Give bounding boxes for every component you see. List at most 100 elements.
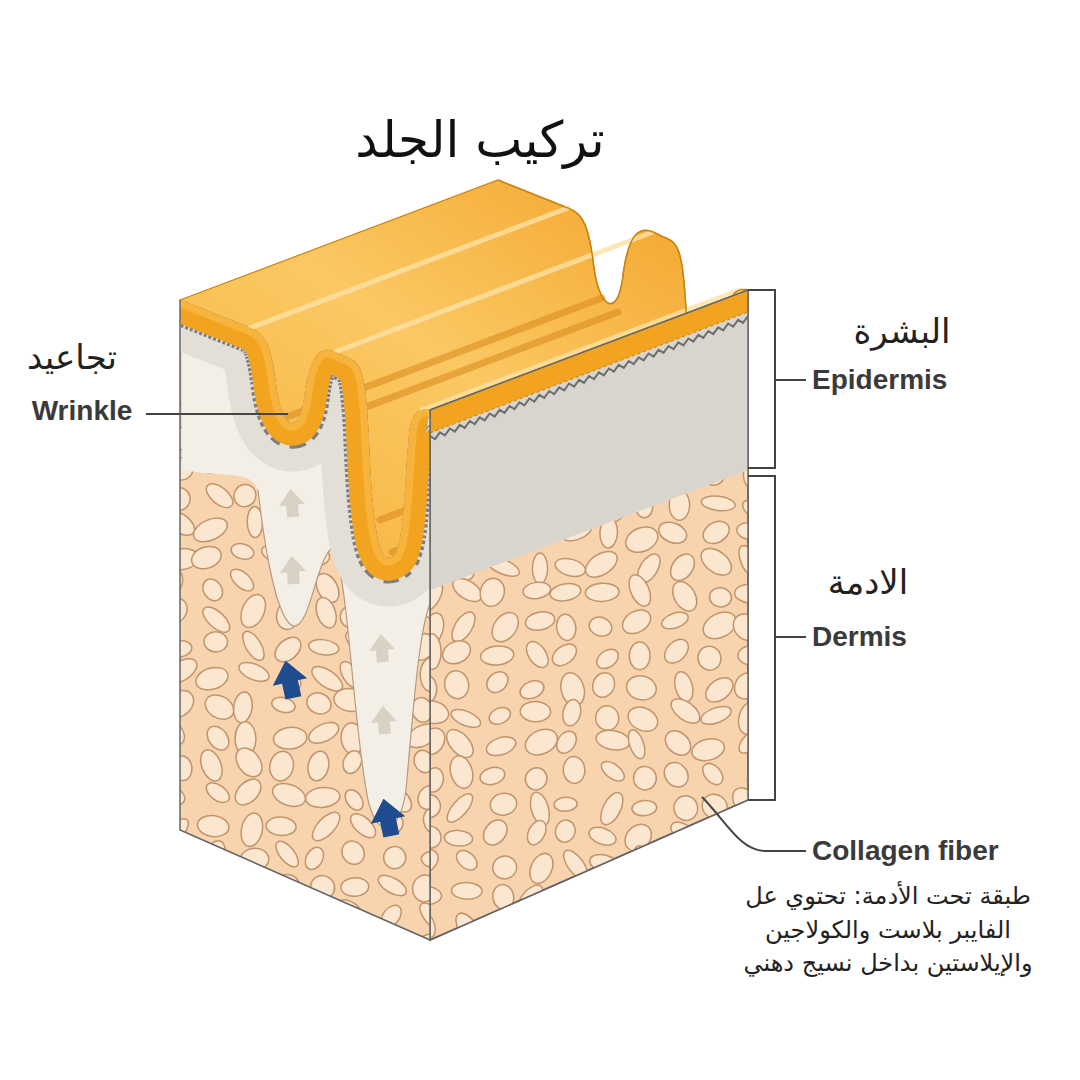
- collagen-blob: [666, 549, 700, 585]
- collagen-blob: [487, 607, 524, 646]
- collagen-blob: [667, 694, 704, 728]
- collagen-blob: [739, 497, 767, 523]
- leader-line: [702, 797, 806, 851]
- collagen-blob: [232, 691, 255, 724]
- arrow-symbol: [277, 488, 306, 519]
- collagen-blob: [517, 677, 546, 702]
- collagen-blob: [204, 939, 233, 959]
- collagen-blob: [163, 484, 194, 515]
- collagen-blob: [375, 417, 411, 456]
- collagen-blob: [272, 726, 307, 751]
- collagen-blob: [478, 765, 506, 787]
- collagen-blob: [164, 815, 192, 844]
- collagen-blob: [699, 823, 728, 854]
- collagen-blob: [624, 673, 658, 703]
- collagen-blob: [553, 555, 587, 579]
- arrow-symbol: [279, 555, 307, 585]
- collagen-blob: [660, 876, 694, 918]
- collagen-blob: [444, 829, 473, 847]
- collagen-blob: [168, 870, 200, 900]
- collagen-blob: [699, 517, 733, 548]
- collagen-blob: [734, 584, 767, 604]
- collagen-blob: [447, 753, 477, 791]
- collagen-blob: [308, 808, 345, 846]
- collagen-blob: [549, 581, 582, 603]
- collagen-blob: [593, 645, 622, 672]
- collagen-blob: [560, 698, 583, 728]
- ridge-highlight: [335, 232, 653, 352]
- layer-label: Epidermis: [812, 364, 947, 396]
- dermis-face: [430, 290, 748, 940]
- collagen-blob: [693, 905, 734, 942]
- collagen-blob: [447, 608, 479, 646]
- collagen-blob: [669, 847, 700, 877]
- collagen-blob: [587, 824, 619, 849]
- collagen-blob: [667, 818, 697, 846]
- collagen-blob: [206, 900, 230, 929]
- collagen-blob: [484, 733, 518, 759]
- collagen-blob: [522, 580, 552, 600]
- collagen-blob: [692, 883, 727, 901]
- collagen-blob: [553, 727, 581, 756]
- collagen-blob: [477, 575, 508, 609]
- collagen-blob: [489, 791, 519, 817]
- collagen-blob: [162, 654, 202, 689]
- collagen-blob: [491, 855, 518, 881]
- collagen-blob: [738, 646, 767, 666]
- collagen-blob: [269, 902, 307, 935]
- collagen-blob: [668, 577, 702, 615]
- collagen-blob: [411, 747, 437, 775]
- collagen-blob: [585, 582, 620, 602]
- wrinkle-label: تجاعيد: [27, 337, 117, 377]
- layer-label: Dermis: [812, 621, 907, 653]
- collagen-blob: [305, 749, 331, 783]
- collagen-blob: [513, 881, 547, 918]
- collagen-blob: [521, 764, 551, 794]
- collagen-blob: [629, 642, 650, 670]
- layer-label: البشرة: [854, 311, 951, 351]
- collagen-blob: [618, 605, 654, 638]
- collagen-blob: [312, 595, 340, 631]
- collagen-blob: [439, 636, 474, 668]
- collagen-blob: [524, 609, 556, 632]
- collagen-blob: [670, 912, 696, 935]
- collagen-blob: [236, 659, 272, 685]
- collagen-blob: [625, 571, 655, 609]
- collagen-blob: [160, 566, 185, 595]
- collagen-blob: [520, 912, 553, 943]
- collagen-blob: [587, 614, 615, 639]
- basal-border: [180, 300, 430, 559]
- dermis-bracket: [748, 476, 775, 800]
- collagen-blob: [238, 811, 265, 848]
- note-text: طبقة تحت الأدمة: تحتوي عل الفايبر بلاست …: [718, 880, 1058, 981]
- pale-arrows: [277, 488, 397, 735]
- collagen-blob: [695, 643, 724, 673]
- collagen-blob: [155, 783, 187, 809]
- collagen-blob: [201, 690, 238, 724]
- collagen-blob: [696, 543, 736, 581]
- collagen-blob: [736, 521, 762, 541]
- layer-brackets: [146, 290, 806, 851]
- diagram-title: تركيب الجلد: [355, 111, 605, 169]
- collagen-blob: [451, 882, 482, 900]
- collagen-blob: [227, 565, 258, 595]
- face-outline: [430, 290, 748, 940]
- collagen-blob: [631, 799, 657, 816]
- collagen-blob: [340, 877, 369, 897]
- collagen-blob: [163, 840, 185, 866]
- collagen-blob: [620, 819, 657, 856]
- collagen-blob: [237, 935, 267, 964]
- collagen-blob: [698, 703, 733, 728]
- collagen-blob: [420, 658, 442, 692]
- leader-line: [775, 636, 806, 638]
- collagen-blob: [660, 635, 693, 668]
- collagen-blob: [196, 814, 230, 839]
- collagen-blob: [734, 812, 769, 849]
- collagen-blob: [230, 900, 266, 923]
- collagen-blob: [600, 913, 627, 935]
- collagen-blob: [483, 667, 513, 696]
- collagen-blob: [735, 543, 764, 581]
- collagen-blob: [371, 479, 409, 515]
- surface-layer: [430, 290, 748, 433]
